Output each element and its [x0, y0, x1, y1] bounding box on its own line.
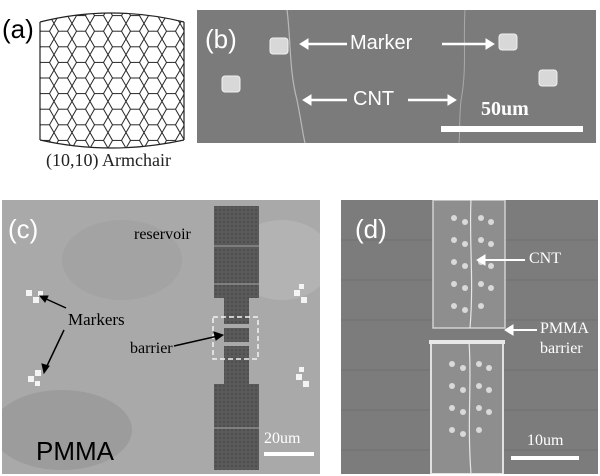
channel-lower	[430, 341, 504, 474]
scale-label: 50um	[481, 98, 529, 120]
scale-bar	[264, 452, 314, 456]
marker-label: Marker	[350, 32, 413, 54]
panel-a: (a) (10,10) Armchair	[0, 0, 197, 190]
marker-square	[498, 33, 518, 51]
channel-upper	[432, 200, 506, 329]
panel-c-graphics	[2, 200, 320, 474]
arrow-icon	[476, 254, 537, 336]
barrier-label: barrier	[540, 340, 583, 357]
markers-label: Markers	[68, 310, 125, 329]
scale-label: 10um	[527, 432, 564, 449]
panel-a-caption: (10,10) Armchair	[46, 150, 171, 170]
reservoir-label: reservoir	[134, 226, 191, 243]
panel-b-label: (b)	[205, 24, 237, 54]
marker-square	[269, 37, 289, 55]
pmma-label: PMMA	[540, 320, 589, 337]
arrow-icon	[299, 38, 495, 106]
panel-d: (d) CNT PMMA barrier 10um	[341, 200, 598, 474]
nanotube-illustration	[39, 12, 185, 149]
panel-b-graphics	[197, 10, 596, 143]
barrier	[224, 328, 249, 342]
marker-square	[221, 75, 241, 93]
barrier-label: barrier	[130, 340, 173, 357]
material-label: PMMA	[36, 436, 114, 466]
reservoir-bottom	[214, 384, 259, 470]
panel-c: (c) reservoir Markers barrier PMMA 20um	[2, 200, 320, 474]
scale-label: 20um	[264, 430, 301, 447]
marker-square	[538, 69, 558, 87]
barrier-highlight	[212, 316, 259, 360]
panel-c-label: (c)	[8, 214, 39, 244]
panel-d-label: (d)	[355, 214, 387, 244]
cnt-label: CNT	[353, 88, 395, 110]
channel	[224, 298, 249, 324]
reservoir-top	[214, 206, 259, 298]
scale-bar	[511, 456, 579, 460]
cnt-label: CNT	[529, 250, 561, 267]
scale-bar	[441, 126, 583, 132]
panel-d-graphics	[341, 200, 598, 474]
panel-a-label: (a)	[2, 14, 34, 44]
marker-pair	[26, 284, 309, 387]
arrow-icon	[38, 295, 225, 375]
panel-b: (b) Marker CNT 50um	[197, 10, 596, 143]
cnt-line	[468, 200, 473, 474]
